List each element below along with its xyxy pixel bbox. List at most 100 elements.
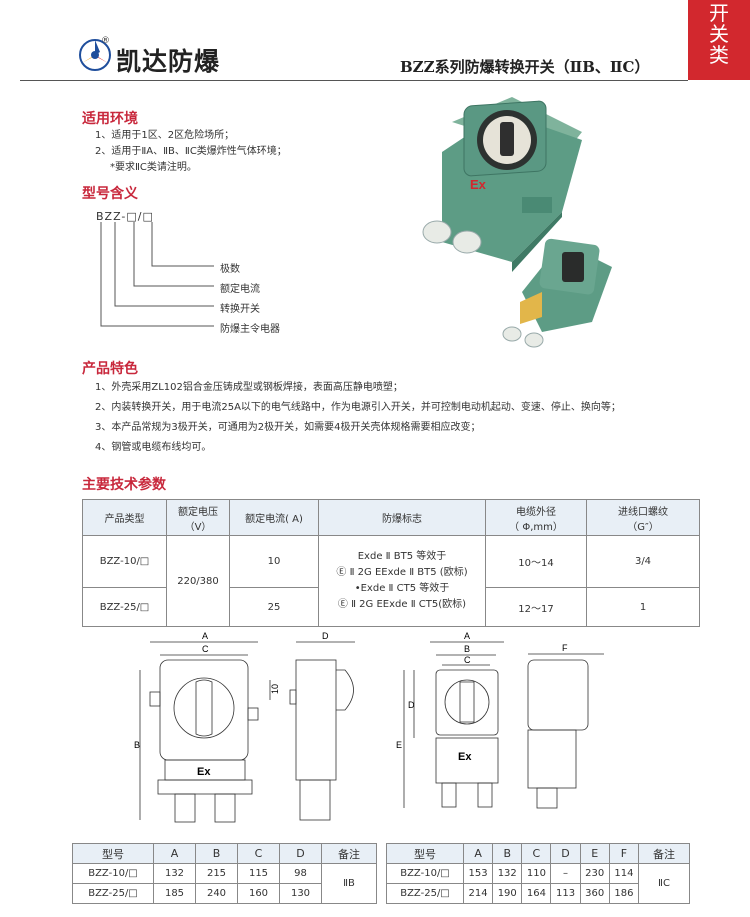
table-row: BZZ-25/□ 25 12～17 1 bbox=[82, 587, 700, 627]
dim-cell: BZZ-25/□ bbox=[72, 883, 154, 904]
dim-label-a: A bbox=[202, 631, 208, 641]
dim-cell: 115 bbox=[237, 863, 280, 884]
dim-cell: BZZ-10/□ bbox=[386, 863, 464, 884]
dim-label-c: C bbox=[464, 655, 471, 665]
specs-header: 防爆标志 bbox=[318, 499, 486, 536]
series-title: BZZ系列防爆转换开关（ⅡB、ⅡC） bbox=[400, 58, 650, 76]
environment-line: *要求ⅡC类请注明。 bbox=[110, 162, 197, 173]
dim-note: ⅡB bbox=[321, 863, 377, 904]
dim-cell: 190 bbox=[492, 883, 523, 904]
dim-cell: 132 bbox=[153, 863, 196, 884]
dim-cell: 113 bbox=[550, 883, 581, 904]
dim-header: 备注 bbox=[321, 843, 377, 864]
category-tab-char: 类 bbox=[709, 43, 729, 67]
spec-thread: 3/4 bbox=[586, 535, 700, 588]
dim-cell: BZZ-25/□ bbox=[386, 883, 464, 904]
table-row: BZZ-10/□ 132 215 115 98 ⅡB bbox=[72, 863, 377, 904]
spec-current: 10 bbox=[229, 535, 319, 588]
drawing-ex-mark: Ex bbox=[197, 766, 211, 778]
dim-cell: 240 bbox=[195, 883, 238, 904]
category-tab-char: 关 bbox=[709, 22, 729, 46]
model-code-diagram bbox=[100, 222, 214, 327]
dim-label-10: 10 bbox=[270, 684, 280, 694]
dim-cell: 132 bbox=[492, 863, 523, 884]
dim-cell: – bbox=[550, 863, 581, 884]
photo-ex-mark: Ex bbox=[470, 177, 487, 192]
kaida-logo-icon bbox=[79, 39, 111, 71]
dim-cell: 130 bbox=[279, 883, 322, 904]
dim-cell: 114 bbox=[608, 863, 640, 884]
dim-label-a: A bbox=[464, 631, 470, 641]
feature-line: 3、本产品常规为3极开关，可通用为2极开关，如需要4极开关壳体规格需要相应改变； bbox=[95, 422, 481, 433]
dim-header: C bbox=[521, 843, 552, 864]
brand-name: 凯达防爆 bbox=[116, 47, 221, 76]
dim-label-e: E bbox=[396, 740, 402, 750]
table-row: BZZ-25/□ 185 240 160 130 bbox=[72, 883, 377, 904]
table-row: BZZ-10/□ 153 132 110 – 230 114 ⅡC bbox=[386, 863, 690, 904]
dim-header: B bbox=[195, 843, 238, 864]
dim-cell: 153 bbox=[462, 863, 494, 884]
dim-table-iic: 型号 A B C D E F 备注 BZZ-10/□ 153 132 110 –… bbox=[386, 843, 690, 904]
dim-header: F bbox=[608, 843, 640, 864]
dim-label-b: B bbox=[464, 644, 470, 654]
specs-header: 电缆外径（ Φ,mm） bbox=[485, 499, 587, 536]
spec-thread: 1 bbox=[586, 587, 700, 627]
dim-header: D bbox=[550, 843, 581, 864]
dim-cell: BZZ-10/□ bbox=[72, 863, 154, 884]
dim-cell: 186 bbox=[608, 883, 640, 904]
dim-cell: 98 bbox=[279, 863, 322, 884]
dimension-drawing-iib: A C B D 10 Ex bbox=[134, 631, 355, 823]
specs-header: 产品类型 bbox=[82, 499, 167, 536]
feature-line: 4、钢管或电缆布线均可。 bbox=[95, 442, 212, 453]
spec-current: 25 bbox=[229, 587, 319, 627]
specs-header: 进线口螺纹（G″） bbox=[586, 499, 700, 536]
dim-cell: 230 bbox=[579, 863, 610, 884]
table-row: BZZ-25/□ 214 190 164 113 360 186 bbox=[386, 883, 690, 904]
dim-note: ⅡC bbox=[638, 863, 690, 904]
dim-header: 型号 bbox=[386, 843, 464, 864]
dim-header: A bbox=[462, 843, 494, 864]
feature-line: 2、内装转换开关，用于电流25A以下的电气线路中，作为电源引入开关，并可控制电动… bbox=[95, 402, 621, 413]
spec-cable: 10～14 bbox=[485, 535, 587, 588]
dim-header: A bbox=[153, 843, 196, 864]
dim-cell: 214 bbox=[462, 883, 494, 904]
spec-type: BZZ-10/□ bbox=[82, 535, 167, 588]
dim-label-c: C bbox=[202, 644, 209, 654]
header-divider bbox=[20, 80, 688, 81]
specs-header: 额定电压（V） bbox=[166, 499, 230, 536]
specs-header: 额定电流( A) bbox=[229, 499, 319, 536]
dim-header: 型号 bbox=[72, 843, 154, 864]
registered-mark: ® bbox=[101, 36, 110, 46]
dim-cell: 160 bbox=[237, 883, 280, 904]
dim-label-d: D bbox=[322, 631, 329, 641]
dim-cell: 185 bbox=[153, 883, 196, 904]
dim-label-b: B bbox=[134, 740, 140, 750]
dim-header: D bbox=[279, 843, 322, 864]
dim-cell: 164 bbox=[521, 883, 552, 904]
environment-line: 2、适用于ⅡA、ⅡB、ⅡC类爆炸性气体环境； bbox=[95, 146, 287, 157]
environment-title: 适用环境 bbox=[82, 111, 138, 127]
category-tab[interactable]: 开 关 类 bbox=[688, 0, 750, 80]
dimension-drawing-iic: A B C D E F Ex bbox=[396, 631, 604, 809]
model-label-device: 防爆主令电器 bbox=[220, 324, 280, 335]
model-title: 型号含义 bbox=[82, 186, 138, 202]
dim-label-d: D bbox=[408, 700, 415, 710]
environment-line: 1、适用于1区、2区危险场所； bbox=[95, 130, 235, 141]
features-title: 产品特色 bbox=[82, 361, 138, 377]
model-code: BZZ-□/□ bbox=[96, 210, 154, 223]
drawing-ex-mark: Ex bbox=[458, 751, 472, 763]
dim-header: 备注 bbox=[638, 843, 690, 864]
dim-table-iib: 型号 A B C D 备注 BZZ-10/□ 132 215 115 98 ⅡB… bbox=[72, 843, 377, 904]
model-label-poles: 极数 bbox=[220, 264, 240, 275]
spec-voltage: 220/380 bbox=[166, 535, 230, 627]
specs-title: 主要技术参数 bbox=[82, 477, 166, 493]
dim-cell: 215 bbox=[195, 863, 238, 884]
spec-cable: 12～17 bbox=[485, 587, 587, 627]
model-label-current: 额定电流 bbox=[220, 284, 260, 295]
specs-table: 产品类型 额定电压（V） 额定电流( A) 防爆标志 电缆外径（ Φ,mm） 进… bbox=[82, 499, 700, 627]
dim-header: C bbox=[237, 843, 280, 864]
dim-header: B bbox=[492, 843, 523, 864]
dim-header: E bbox=[579, 843, 610, 864]
